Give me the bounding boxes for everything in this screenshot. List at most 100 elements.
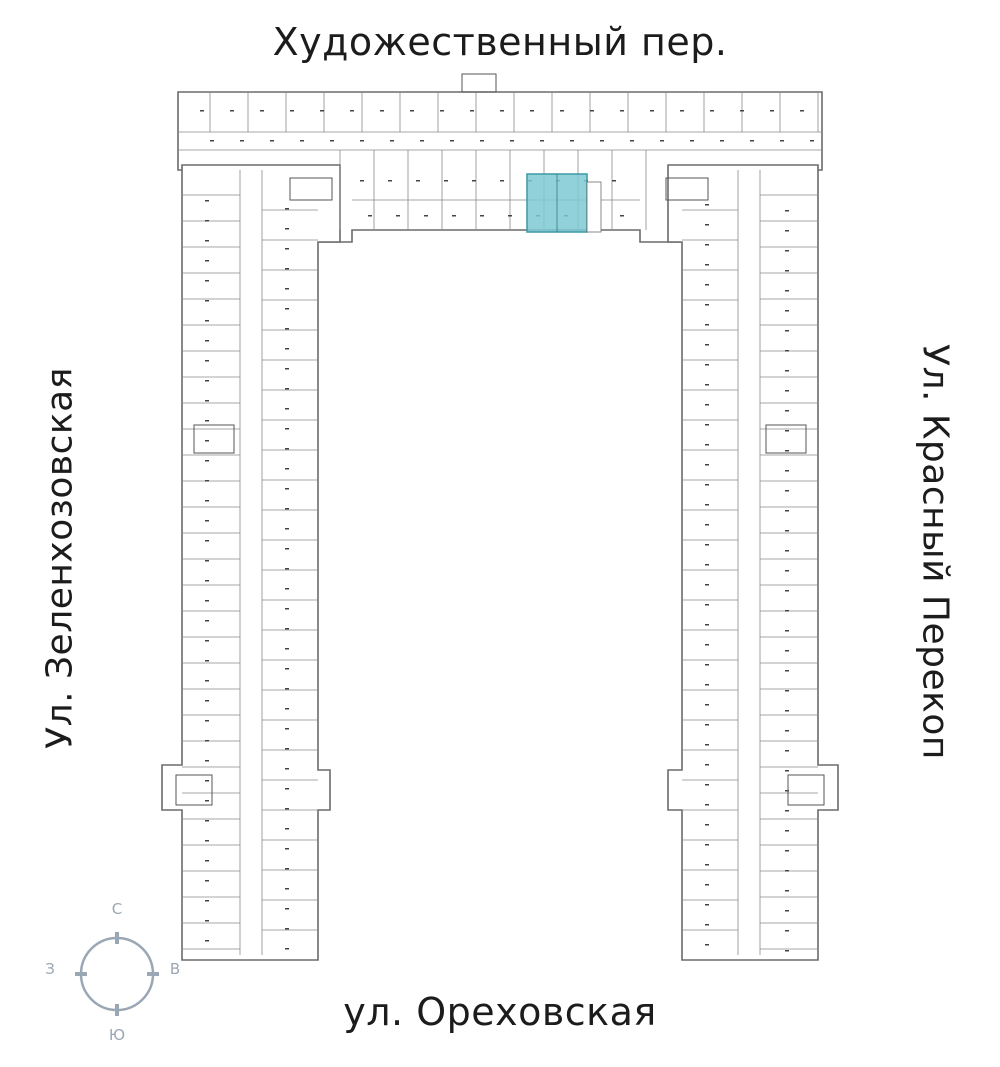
room-label-mark <box>205 260 209 262</box>
room-label-mark <box>205 420 209 422</box>
room-label-mark <box>785 610 789 612</box>
room-label-mark <box>785 270 789 272</box>
room-label-mark <box>420 140 424 142</box>
room-label-mark <box>612 180 616 182</box>
room-label-mark <box>705 824 709 826</box>
street-label-south: ул. Ореховская <box>343 990 657 1034</box>
room-label-mark <box>705 684 709 686</box>
room-label-mark <box>205 860 209 862</box>
room-label-mark <box>285 448 289 450</box>
room-label-mark <box>785 290 789 292</box>
room-label-mark <box>705 464 709 466</box>
room-label-mark <box>285 708 289 710</box>
room-label-mark <box>705 724 709 726</box>
room-label-mark <box>205 300 209 302</box>
room-label-mark <box>205 520 209 522</box>
room-label-mark <box>785 830 789 832</box>
room-label-mark <box>205 920 209 922</box>
room-label-mark <box>470 110 474 112</box>
room-label-mark <box>750 140 754 142</box>
room-label-mark <box>705 484 709 486</box>
room-label-mark <box>205 360 209 362</box>
stair-block-ne <box>665 177 709 201</box>
room-label-mark <box>785 250 789 252</box>
room-label-mark <box>205 780 209 782</box>
compass-icon <box>75 932 159 1016</box>
room-label-mark <box>205 220 209 222</box>
room-label-mark <box>285 668 289 670</box>
room-label-mark <box>205 880 209 882</box>
compass-north-label: С <box>111 900 123 918</box>
room-label-mark <box>285 488 289 490</box>
room-label-mark <box>424 215 428 217</box>
room-label-mark <box>705 744 709 746</box>
room-label-mark <box>705 524 709 526</box>
room-label-mark <box>480 215 484 217</box>
room-label-mark <box>290 110 294 112</box>
room-label-mark <box>205 280 209 282</box>
room-label-mark <box>360 140 364 142</box>
room-label-mark <box>705 204 709 206</box>
entrance-north <box>461 73 497 93</box>
room-label-mark <box>785 770 789 772</box>
room-label-mark <box>205 560 209 562</box>
room-label-mark <box>560 110 564 112</box>
room-label-mark <box>452 215 456 217</box>
stair-block-east <box>765 424 807 454</box>
room-label-mark <box>200 110 204 112</box>
room-label-mark <box>530 110 534 112</box>
room-label-mark <box>285 768 289 770</box>
room-label-mark <box>660 140 664 142</box>
room-label-mark <box>388 180 392 182</box>
room-label-mark <box>500 180 504 182</box>
room-label-mark <box>450 140 454 142</box>
stair-block-nw <box>289 177 333 201</box>
room-label-mark <box>205 680 209 682</box>
room-label-mark <box>330 140 334 142</box>
room-label-mark <box>785 930 789 932</box>
room-label-mark <box>705 944 709 946</box>
room-label-mark <box>205 320 209 322</box>
room-label-mark <box>285 308 289 310</box>
room-label-mark <box>205 660 209 662</box>
room-label-mark <box>705 424 709 426</box>
room-label-mark <box>705 884 709 886</box>
room-label-mark <box>705 804 709 806</box>
room-label-mark <box>810 140 814 142</box>
room-label-mark <box>205 720 209 722</box>
room-label-mark <box>705 704 709 706</box>
room-label-mark <box>205 700 209 702</box>
room-label-mark <box>260 110 264 112</box>
room-label-mark <box>650 110 654 112</box>
east-wing <box>667 164 839 961</box>
room-label-mark <box>285 248 289 250</box>
room-label-mark <box>285 368 289 370</box>
room-label-mark <box>620 110 624 112</box>
room-label-mark <box>705 504 709 506</box>
compass-south-label: Ю <box>108 1026 126 1044</box>
room-label-mark <box>785 370 789 372</box>
room-label-mark <box>472 180 476 182</box>
room-label-mark <box>285 288 289 290</box>
room-label-mark <box>705 904 709 906</box>
room-label-mark <box>785 810 789 812</box>
room-label-mark <box>285 268 289 270</box>
room-label-mark <box>705 324 709 326</box>
room-label-mark <box>705 624 709 626</box>
room-label-mark <box>785 570 789 572</box>
room-label-mark <box>705 224 709 226</box>
room-label-mark <box>205 840 209 842</box>
room-label-mark <box>785 630 789 632</box>
room-label-mark <box>285 608 289 610</box>
room-label-mark <box>285 748 289 750</box>
room-label-mark <box>785 730 789 732</box>
room-label-mark <box>500 110 504 112</box>
compass-west-label: З <box>45 960 55 978</box>
room-label-mark <box>705 604 709 606</box>
room-label-mark <box>570 140 574 142</box>
room-label-mark <box>210 140 214 142</box>
room-label-mark <box>590 110 594 112</box>
room-label-mark <box>705 764 709 766</box>
room-label-mark <box>205 820 209 822</box>
room-label-mark <box>240 140 244 142</box>
